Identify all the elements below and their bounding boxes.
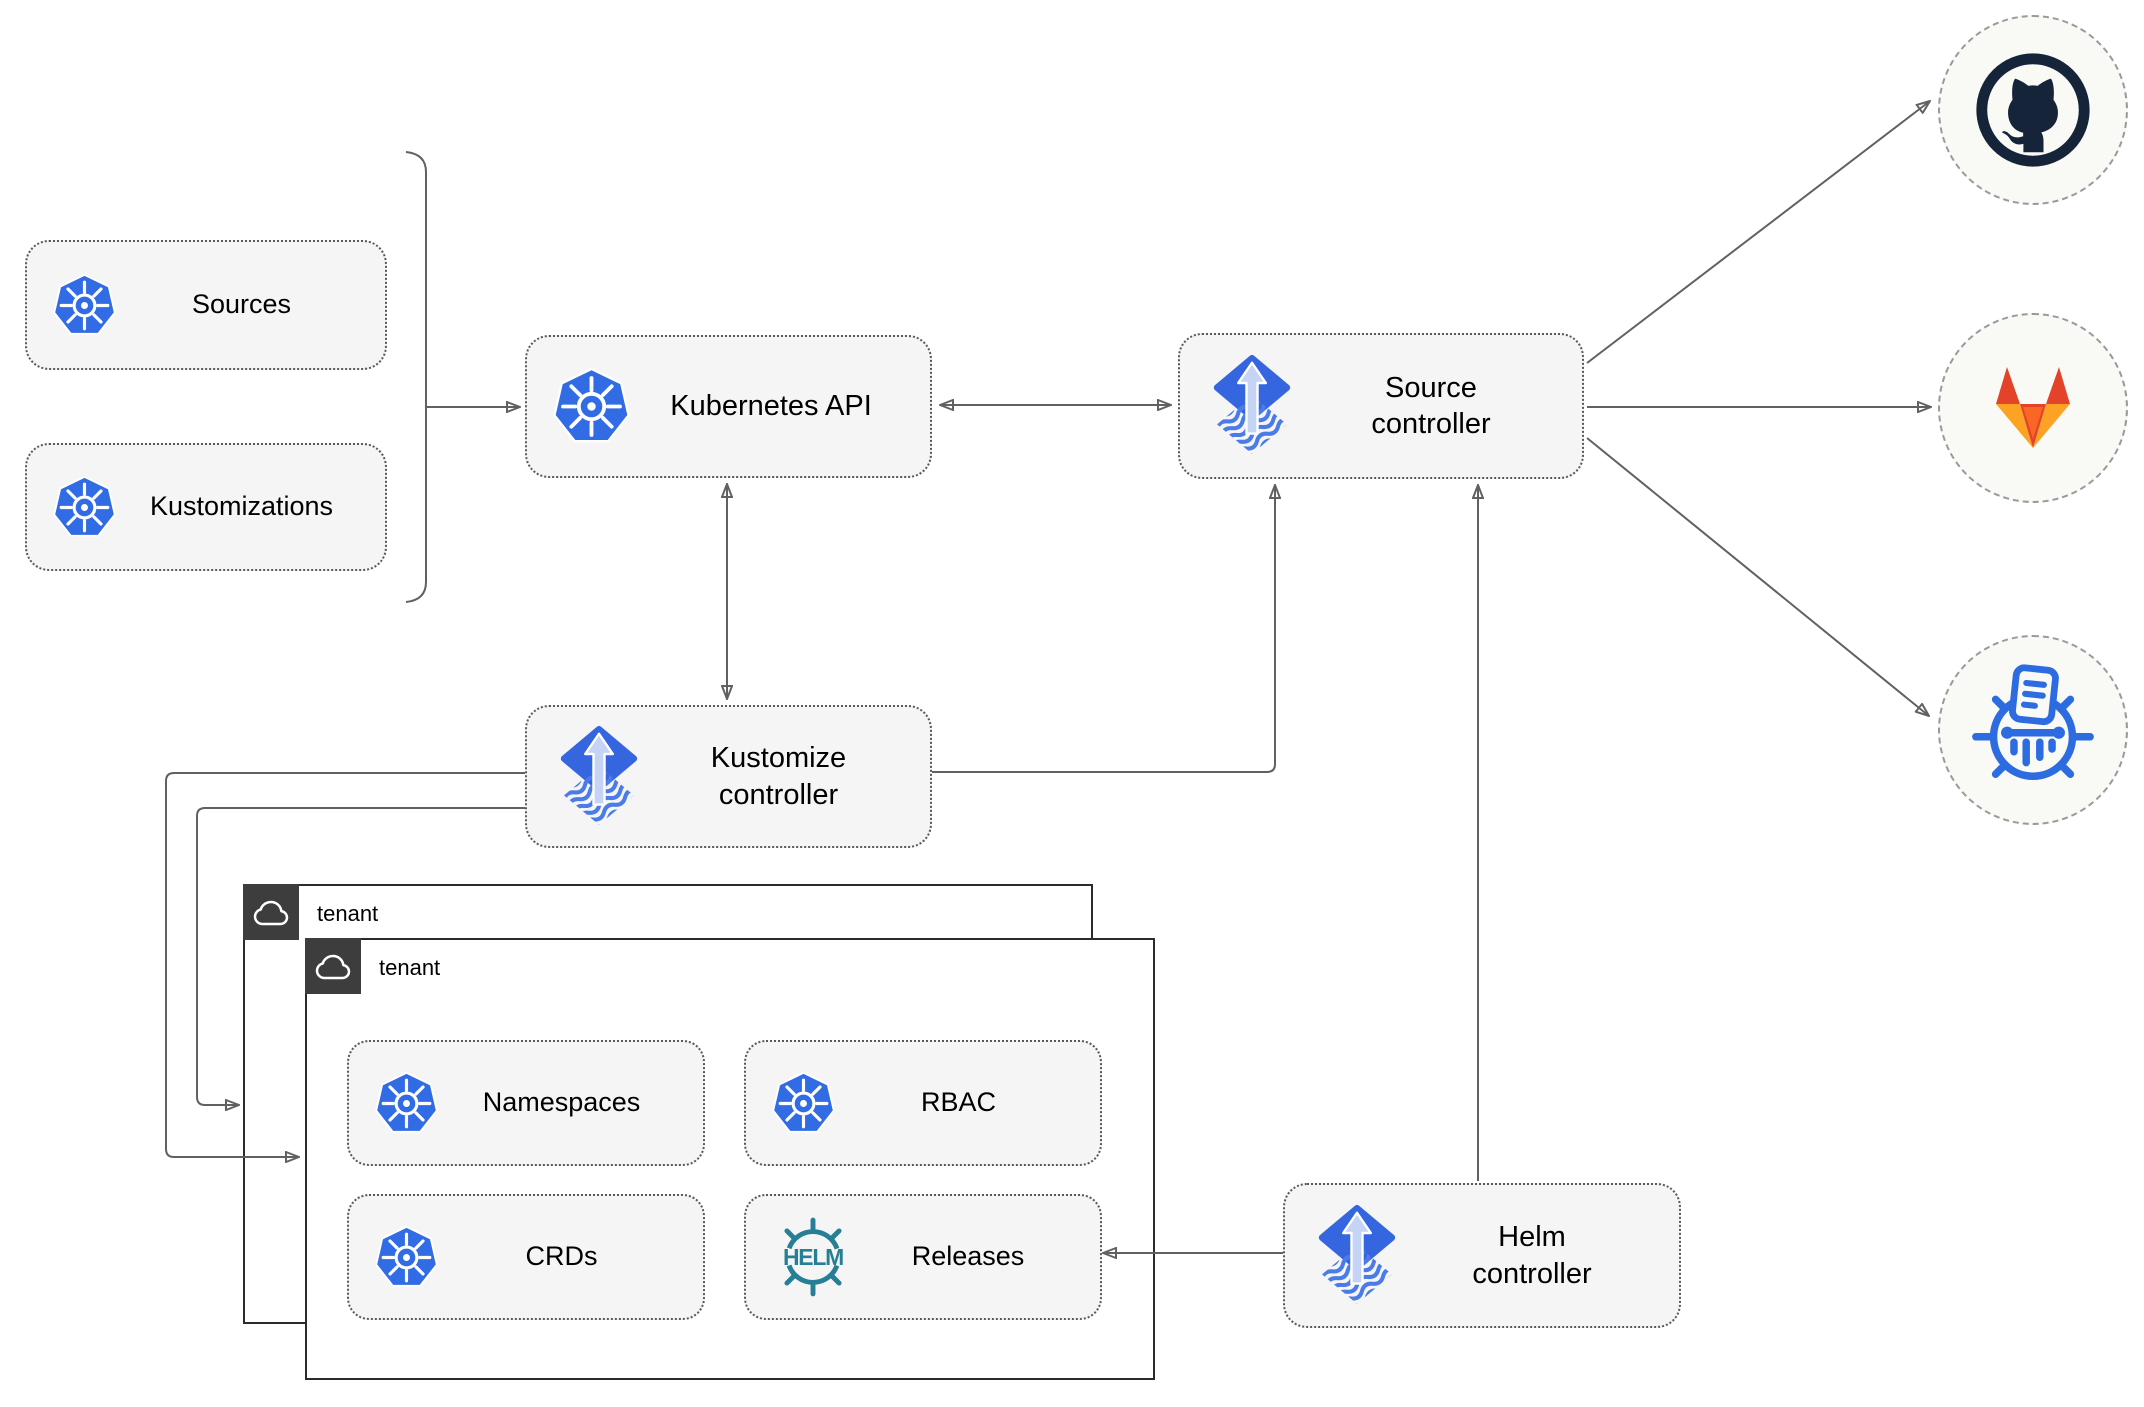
node-kubernetes-api: Kubernetes API xyxy=(525,335,932,478)
node-kustomizations: Kustomizations xyxy=(25,443,387,571)
node-label: Sources xyxy=(191,289,292,320)
node-sources: Sources xyxy=(25,240,387,370)
kubernetes-icon xyxy=(553,368,630,445)
node-label: Kustomizations xyxy=(149,491,334,522)
node-label: CRDs xyxy=(525,1241,598,1272)
helm-wheel-icon: HELM xyxy=(772,1216,854,1298)
kubernetes-icon xyxy=(375,1225,438,1289)
node-label: RBAC xyxy=(920,1087,996,1118)
node-rbac: RBAC xyxy=(744,1040,1102,1166)
gitlab-tanuki-icon xyxy=(1983,362,2083,454)
node-releases: HELM Releases xyxy=(744,1194,1102,1320)
node-namespaces: Namespaces xyxy=(347,1040,705,1166)
node-gitlab xyxy=(1938,313,2128,503)
cloud-icon xyxy=(315,950,351,982)
svg-text:HELM: HELM xyxy=(783,1244,843,1270)
tenant-tab xyxy=(305,938,361,994)
tenant-label: tenant xyxy=(379,955,441,980)
kubernetes-icon xyxy=(375,1071,438,1135)
node-label: Kustomize controller xyxy=(710,742,847,811)
node-helm-controller: Helm controller xyxy=(1283,1183,1681,1328)
node-label: Kubernetes API xyxy=(670,390,872,423)
node-label: Helm controller xyxy=(1472,1221,1592,1290)
kubernetes-icon xyxy=(772,1071,835,1135)
edge-kustomize-to-source-controller xyxy=(932,485,1275,773)
kubernetes-icon xyxy=(53,273,116,337)
cloud-icon xyxy=(253,896,289,928)
tenant-tab xyxy=(243,884,299,940)
node-source-controller: Source controller xyxy=(1178,333,1584,479)
flux-icon xyxy=(1311,1204,1403,1308)
tenant-label: tenant xyxy=(317,901,379,926)
tenant-box-front: tenant Namespaces RBAC CRDs HELM Release… xyxy=(305,938,1155,1380)
node-crds: CRDs xyxy=(347,1194,705,1320)
edge-source-controller-to-github xyxy=(1586,101,1930,364)
node-kustomize-controller: Kustomize controller xyxy=(525,705,932,848)
bracket-sources-kustomizations xyxy=(405,151,427,603)
node-label: Source controller xyxy=(1371,371,1491,440)
node-label: Releases xyxy=(911,1241,1025,1272)
node-github xyxy=(1938,15,2128,205)
kubernetes-icon xyxy=(53,475,116,539)
edge-source-controller-to-chart-repository xyxy=(1586,437,1929,716)
chartmuseum-icon xyxy=(1965,662,2101,798)
github-octocat-icon xyxy=(1969,46,2097,174)
node-chart-repository xyxy=(1938,635,2128,825)
node-label: Namespaces xyxy=(482,1087,641,1118)
flux-icon xyxy=(553,725,645,829)
flux-icon xyxy=(1206,354,1298,458)
